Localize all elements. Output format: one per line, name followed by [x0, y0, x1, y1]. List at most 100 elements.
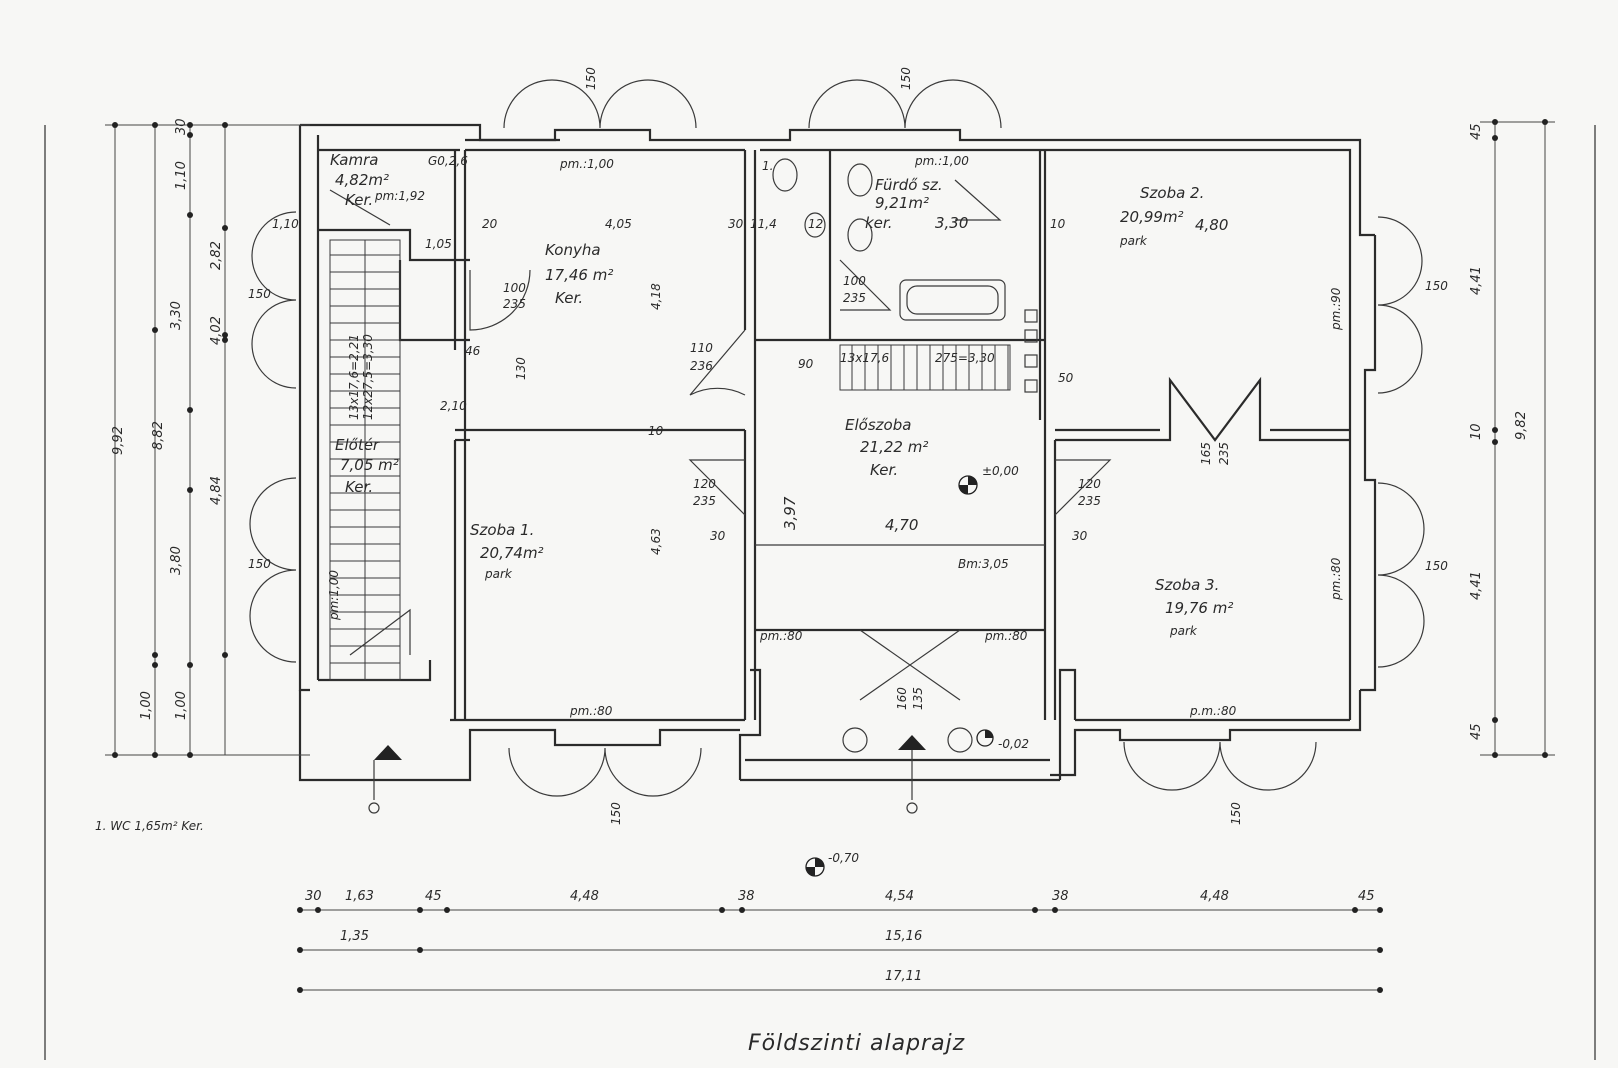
dim-right-seg-4: 45 [1469, 723, 1484, 740]
dimension-tick [1492, 427, 1498, 433]
dim-405: 4,05 [605, 217, 632, 231]
kamra-code: G0,2,6 [428, 154, 468, 168]
window-sz1: 150 [609, 802, 623, 825]
dim-b1-2: 45 [425, 889, 442, 904]
dim-left-seg-5: 4,84 [209, 476, 224, 505]
window-eloter: 150 [248, 557, 271, 571]
furdo-name: Fürdő sz. [875, 176, 943, 194]
eloszoba-area: 21,22 m² [860, 438, 928, 456]
dimension-tick [222, 652, 228, 658]
dimension-lines-bottom [297, 907, 1383, 993]
level-marker-outside [805, 857, 825, 877]
entrance-arrow-left [368, 745, 402, 814]
door-furdo-w: 100 [843, 274, 866, 288]
eloszoba-floor: Ker. [870, 461, 898, 479]
dimension-tick [187, 407, 193, 413]
bm-label: Bm:3,05 [958, 557, 1009, 571]
dimension-tick [719, 907, 725, 913]
annotation-labels: pm.:1,00 pm.:1,00 pm.:80 p.m.:80 pm.:80 … [248, 67, 1448, 865]
kamra-extra: pm:1,92 [374, 189, 425, 203]
dimension-tick [1542, 119, 1548, 125]
dim-left-seg-3: 3,30 [169, 301, 184, 330]
dim-b1-1: 1,63 [345, 889, 374, 904]
window-stair-swing [251, 211, 297, 389]
dim-90: 90 [798, 357, 814, 371]
kamra-name: Kamra [330, 151, 378, 169]
furdo-area: 9,21m² [875, 194, 929, 212]
szoba2-floor: park [1119, 234, 1148, 248]
window-konyha-swing [503, 79, 697, 129]
dimension-tick [187, 662, 193, 668]
window-szoba2-swing [1377, 216, 1423, 394]
level-step: -0,02 [998, 737, 1029, 751]
chimney-3 [1024, 354, 1038, 368]
szoba1-area: 20,74m² [480, 544, 544, 562]
bathtub [899, 279, 1006, 321]
door-sz3-h: 235 [1078, 494, 1101, 508]
dimension-tick [152, 327, 158, 333]
stair-left-2: 12x27,5=3,30 [361, 334, 375, 420]
dimension-tick [1032, 907, 1038, 913]
dimension-tick [112, 752, 118, 758]
dimension-tick [444, 907, 450, 913]
window-eloter-swing [249, 477, 297, 663]
eloszoba-name: Előszoba [845, 416, 911, 434]
bidet [847, 218, 873, 252]
eloter-name: Előtér [335, 436, 380, 454]
dim-left-mid: 8,82 [151, 421, 166, 450]
dimension-tick [152, 752, 158, 758]
dimension-tick [187, 122, 193, 128]
kamra-area: 4,82m² [335, 171, 389, 189]
dim-right-seg-1: 4,41 [1469, 266, 1484, 295]
dimension-tick [297, 947, 303, 953]
door-eloter [349, 608, 411, 656]
stairs-middle [839, 344, 1011, 391]
dimension-tick [1052, 907, 1058, 913]
door-main-h: 135 [911, 687, 925, 710]
door-szoba1 [688, 459, 746, 516]
dim-30a: 30 [728, 217, 744, 231]
door-konyha [469, 269, 531, 331]
pm-szoba3: p.m.:80 [1189, 704, 1237, 718]
door-main-entry [859, 629, 961, 701]
dimension-tick [1492, 119, 1498, 125]
pm-eloter: pm:1,00 [327, 570, 341, 621]
dim-b2-0: 1,35 [340, 929, 369, 944]
pm-szoba1: pm.:80 [569, 704, 613, 718]
dim-418: 4,18 [649, 283, 663, 310]
door-sz1-h: 235 [693, 494, 716, 508]
dim-50: 50 [1058, 371, 1074, 385]
dimension-tick [187, 752, 193, 758]
door-kamra [329, 189, 391, 226]
room-labels: Kamra 4,82m² Ker. pm:1,92 G0,2,6 Konyha … [330, 151, 1233, 638]
door-sz3-w: 120 [1078, 477, 1101, 491]
dimension-tick [152, 662, 158, 668]
dimension-tick [222, 337, 228, 343]
level-marker-step [976, 729, 994, 747]
szoba2-dim: 4,80 [1195, 216, 1228, 234]
dimension-tick [1492, 439, 1498, 445]
konyha-name: Konyha [545, 241, 601, 259]
dimension-tick [1542, 752, 1548, 758]
szoba1-floor: park [484, 567, 513, 581]
dimension-tick [1377, 907, 1383, 913]
dim-b1-3: 4,48 [570, 889, 599, 904]
window-sz3: 150 [1425, 559, 1448, 573]
dimension-tick [417, 907, 423, 913]
dim-left-seg-4: 4,02 [209, 316, 224, 345]
toilet-bath [847, 163, 873, 197]
dim-text-bottom: 30 1,63 45 4,48 38 4,54 38 4,48 45 1,35 … [305, 889, 1375, 984]
dim-left-seg-1: 1,10 [174, 161, 189, 190]
dim-210: 2,10 [440, 399, 467, 413]
dimension-tick [1492, 135, 1498, 141]
dim-left-seg-7: 1,00 [139, 691, 154, 720]
stair-mid-2: 275=3,30 [935, 351, 995, 365]
dim-right-seg-2: 10 [1469, 423, 1484, 440]
dimension-tick [187, 212, 193, 218]
dim-right-seg-0: 45 [1469, 123, 1484, 140]
column-left [842, 727, 868, 753]
szoba3-area: 19,76 m² [1165, 599, 1233, 617]
furdo-dim: 3,30 [935, 214, 968, 232]
dim-30b: 30 [710, 529, 726, 543]
dim-130: 130 [514, 357, 528, 380]
